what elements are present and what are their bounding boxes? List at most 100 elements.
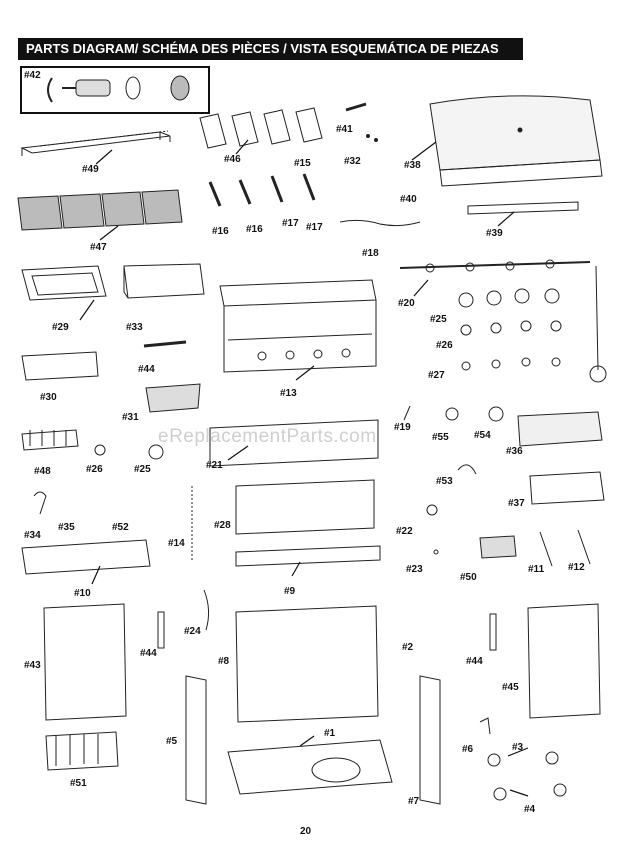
label-part-44-b: #44: [140, 648, 157, 659]
part-41-igniter: [345, 102, 378, 142]
part-45-right-door: [527, 603, 601, 719]
part-4-caster: [493, 787, 507, 801]
label-part-39: #39: [486, 228, 503, 239]
label-part-31: #31: [122, 412, 139, 423]
part-44-rod: [143, 340, 187, 348]
part-9-crossbar: [235, 545, 381, 567]
label-part-34: #34: [24, 530, 41, 541]
label-part-44-a: #44: [138, 364, 155, 375]
part-46-heat-tents: [199, 107, 323, 149]
label-part-53: #53: [436, 476, 453, 487]
label-part-35: #35: [58, 522, 75, 533]
label-part-29: #29: [52, 322, 69, 333]
part-21-control-panel: [209, 419, 379, 467]
part-26-small-knob: [94, 444, 106, 456]
part-4-caster-b: [553, 783, 567, 797]
label-part-18: #18: [362, 248, 379, 259]
part-39-lid-handle: [467, 201, 579, 215]
label-part-17-a: #17: [282, 218, 299, 229]
part-3-caster-b: [545, 751, 559, 765]
part-22-valve: [426, 504, 438, 516]
label-part-4: #4: [524, 804, 536, 815]
label-part-11: #11: [528, 564, 545, 575]
label-part-15: #15: [294, 158, 311, 169]
part-54-knob: [488, 406, 504, 422]
label-part-22: #22: [396, 526, 413, 537]
part-18-bracket: [339, 219, 421, 227]
label-part-51: #51: [70, 778, 87, 789]
label-part-8: #8: [218, 656, 230, 667]
label-part-23: #23: [406, 564, 423, 575]
label-part-25-b: #25: [134, 464, 151, 475]
label-part-52: #52: [112, 522, 129, 533]
part-23-screw: [433, 549, 439, 555]
part-53-wire: [457, 464, 477, 475]
part-55-knob: [445, 407, 459, 421]
part-11-strip: [539, 531, 553, 567]
part-8-rear-panel: [235, 605, 379, 723]
part-3-caster: [487, 753, 501, 767]
label-part-30: #30: [40, 392, 57, 403]
label-part-45: #45: [502, 682, 519, 693]
part-13-firebox: [219, 279, 377, 373]
label-part-2: #2: [402, 642, 414, 653]
label-part-50: #50: [460, 572, 477, 583]
label-part-36: #36: [506, 446, 523, 457]
part-38-lid: [429, 95, 603, 187]
label-part-14: #14: [168, 538, 185, 549]
label-part-13: #13: [280, 388, 297, 399]
part-5-left-side-panel: [185, 675, 207, 805]
part-37-side-shelf: [529, 471, 605, 505]
label-part-55: #55: [432, 432, 449, 443]
label-part-26-a: #26: [436, 340, 453, 351]
label-part-10: #10: [74, 588, 91, 599]
label-part-27: #27: [428, 370, 445, 381]
part-47-cooking-grates: [17, 189, 183, 231]
label-part-40: #40: [400, 194, 417, 205]
part-42-inset-box: [20, 66, 210, 114]
label-part-7: #7: [408, 796, 420, 807]
label-part-44-c: #44: [466, 656, 483, 667]
label-part-17-b: #17: [306, 222, 323, 233]
label-part-28: #28: [214, 520, 231, 531]
part-50-bracket: [479, 535, 517, 559]
label-part-6: #6: [462, 744, 474, 755]
part-44-bar-left: [157, 611, 165, 649]
label-part-37: #37: [508, 498, 525, 509]
label-part-38: #38: [404, 160, 421, 171]
part-51-rack: [45, 731, 119, 771]
label-part-19: #19: [394, 422, 411, 433]
label-part-43: #43: [24, 660, 41, 671]
label-part-9: #9: [284, 586, 296, 597]
label-part-16-a: #16: [212, 226, 229, 237]
label-part-48: #48: [34, 466, 51, 477]
watermark-text: eReplacementParts.com: [158, 426, 377, 447]
label-part-21: #21: [206, 460, 223, 471]
part-24-hose: [203, 589, 210, 631]
label-part-25-a: #25: [430, 314, 447, 325]
part-30-side-shelf: [21, 351, 99, 381]
label-part-42: #42: [24, 70, 41, 81]
leader-lines: [79, 139, 529, 797]
part-33-tray: [123, 263, 205, 299]
part-12-strip: [577, 529, 591, 565]
label-part-33: #33: [126, 322, 143, 333]
part-19-part: [403, 405, 411, 421]
label-part-3: #3: [512, 742, 524, 753]
part-43-left-door: [43, 603, 127, 721]
label-part-12: #12: [568, 562, 585, 573]
part-6-bracket: [479, 717, 491, 735]
part-31-basket: [145, 383, 201, 413]
label-part-47: #47: [90, 242, 107, 253]
page-number: 20: [300, 826, 312, 837]
part-29-drip-tray: [21, 265, 107, 301]
part-49-warming-rack: [20, 130, 171, 156]
label-part-24: #24: [184, 626, 201, 637]
label-part-1: #1: [324, 728, 336, 739]
label-part-32: #32: [344, 156, 361, 167]
part-34-part: [33, 491, 47, 515]
part-44-bar-right: [489, 613, 497, 651]
label-part-5: #5: [166, 736, 178, 747]
label-part-49: #49: [82, 164, 99, 175]
